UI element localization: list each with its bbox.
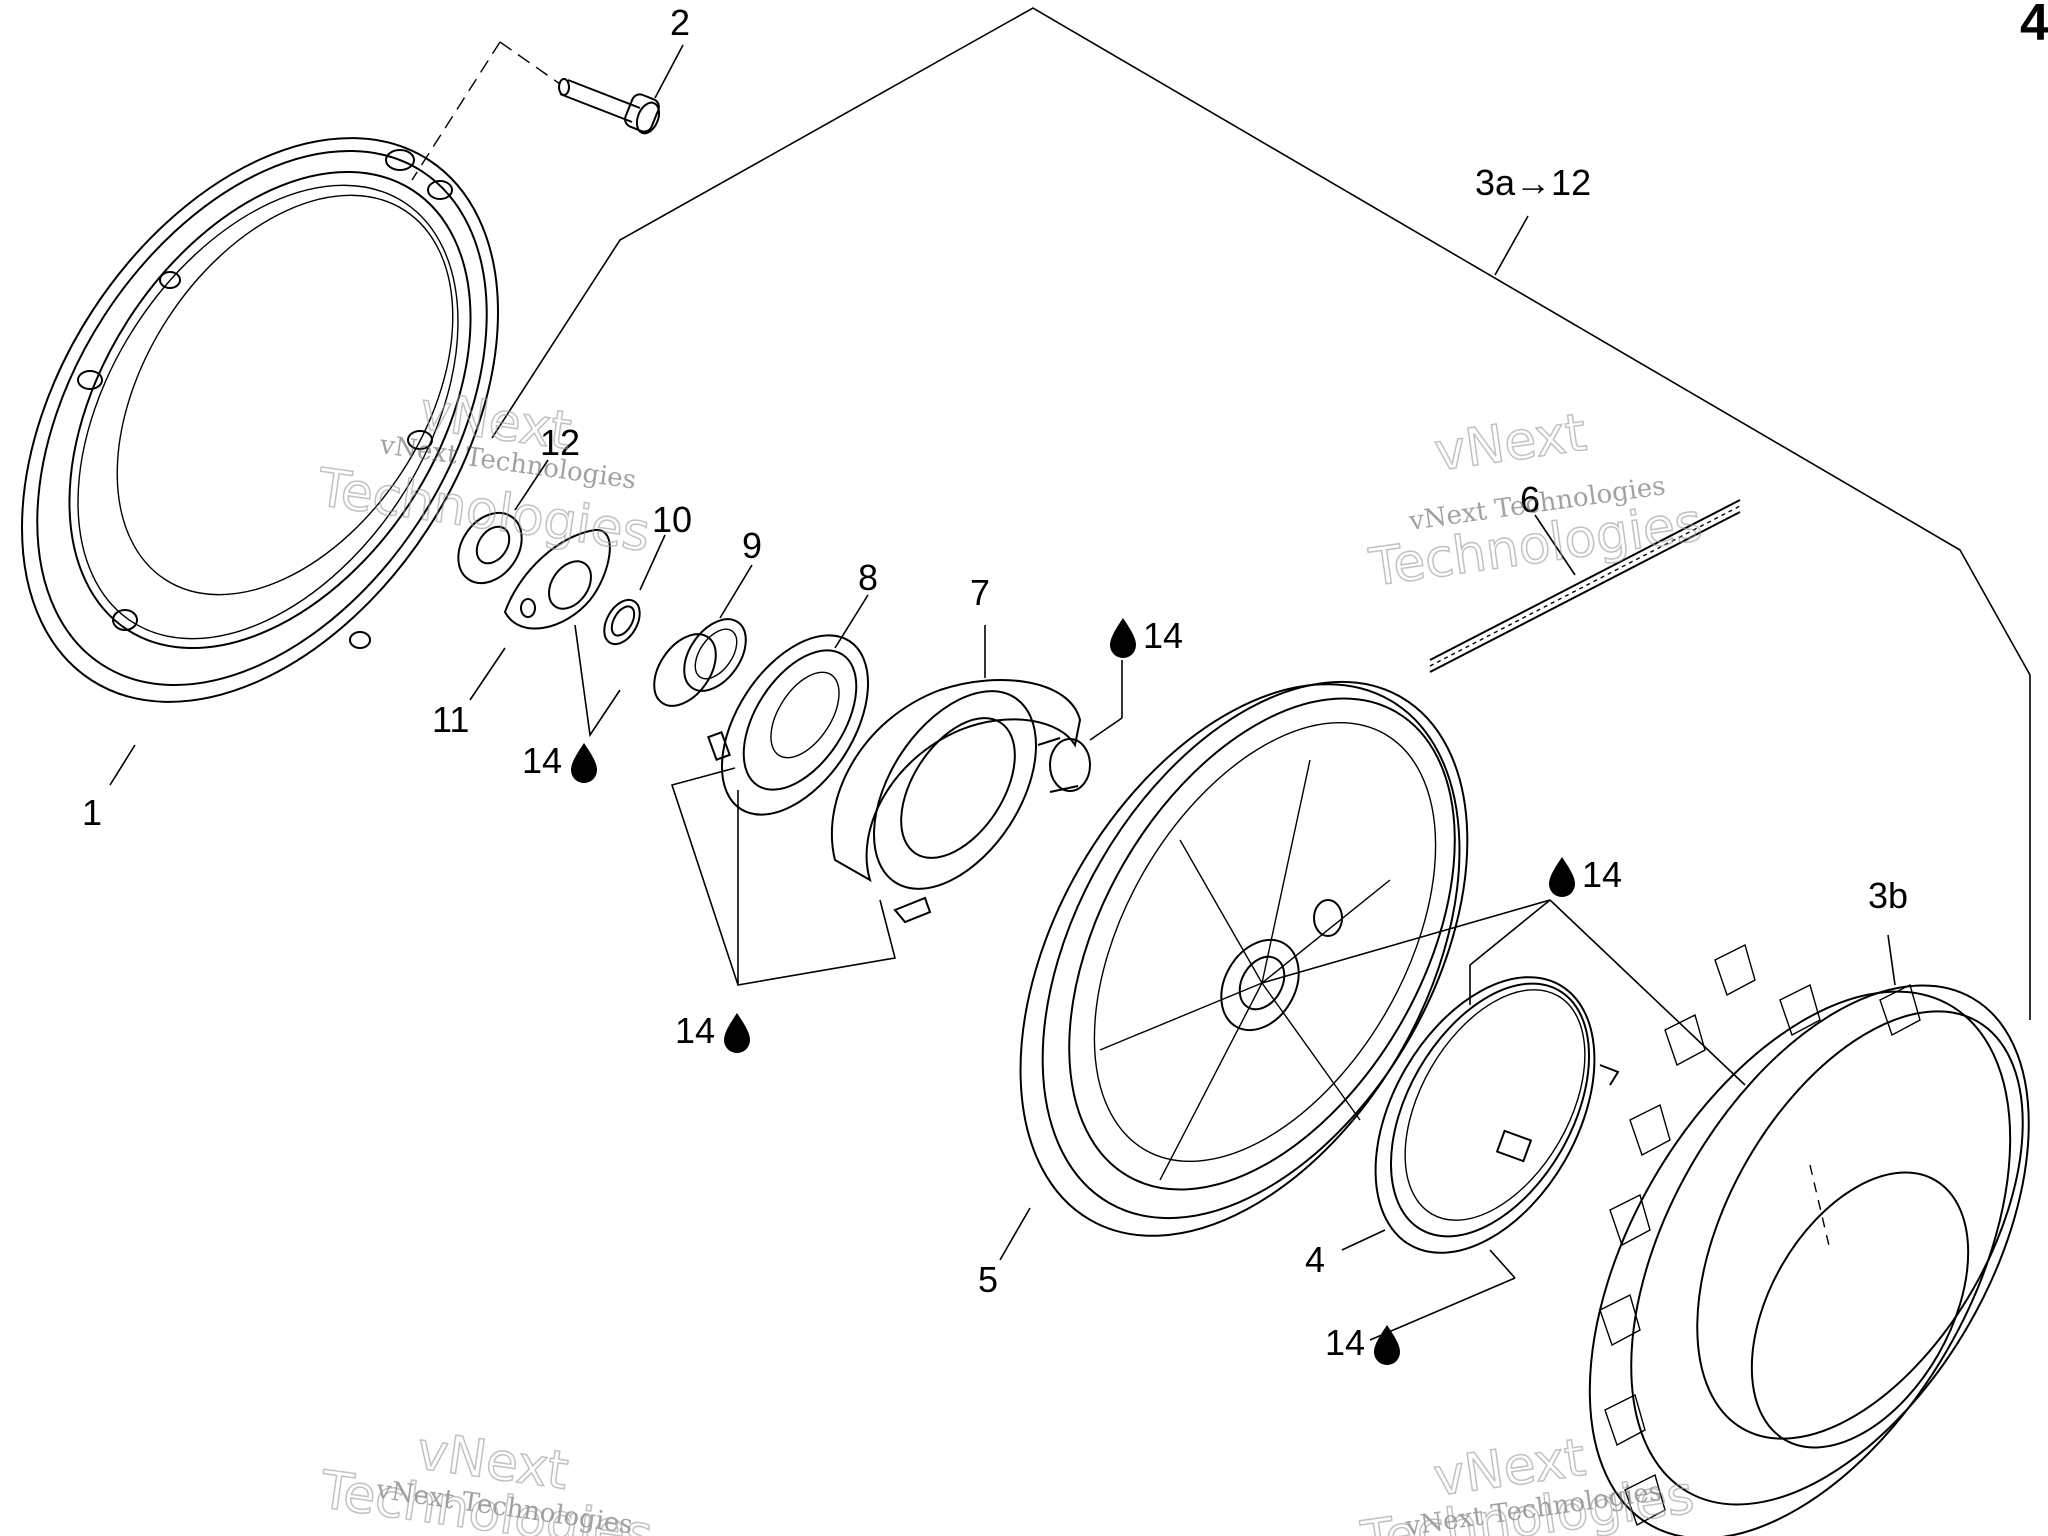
part-6-rope [1429, 499, 1741, 673]
part-3b-cover [1588, 943, 2030, 1536]
lube-callout-3-label: 14 [1143, 615, 1183, 656]
part-1-housing [21, 137, 499, 703]
drop-icon [1110, 618, 1136, 658]
part-10-ring [603, 598, 641, 646]
drop-icon [724, 1013, 750, 1053]
part-5-pulley [1019, 680, 1469, 1237]
leader-3a [1494, 215, 1529, 276]
callout-4: 4 [1305, 1239, 1325, 1280]
callout-12: 12 [540, 422, 580, 463]
leader-3b [1887, 934, 1896, 986]
lube-callout-2-label: 14 [675, 1010, 715, 1051]
leader-10 [639, 534, 666, 591]
watermark-4: vNext Technologies vNext Technologies [1357, 1427, 1699, 1536]
leader-11 [469, 647, 506, 701]
part-4-recoil-spring [1374, 976, 1620, 1254]
leader-14-d2 [1549, 899, 1746, 1086]
leader-14-d [1261, 899, 1551, 1005]
callout-7: 7 [970, 572, 990, 613]
callout-11: 11 [432, 699, 469, 740]
callout-9: 9 [742, 525, 762, 566]
leader-14-c2 [1089, 717, 1123, 741]
watermark-3: vNext Technologies vNext Technologies [315, 1420, 657, 1536]
leader-14-e [1369, 1277, 1516, 1341]
watermark-2-vnext: vNext [1431, 403, 1590, 484]
callout-8: 8 [858, 557, 878, 598]
page-number: 4 [2020, 0, 2048, 52]
callout-2: 2 [670, 2, 690, 43]
callout-1: 1 [82, 792, 102, 833]
lube-callout-5: 14 [1325, 1322, 1400, 1365]
part-9-bushing [653, 618, 747, 707]
leader-2 [654, 44, 684, 99]
leader-6 [1534, 514, 1576, 576]
part-11-plate [503, 528, 611, 630]
lube-callout-1-label: 14 [522, 740, 562, 781]
drop-icon [571, 743, 597, 783]
bolt-axis-line [499, 41, 561, 85]
watermark-1: vNext Technologies vNext Technologies [313, 381, 655, 565]
lube-callout-1: 14 [522, 740, 597, 783]
part-7-cam [830, 679, 1091, 924]
leader-1 [109, 744, 136, 786]
part-2-bolt [558, 78, 661, 135]
leader-12 [514, 459, 549, 511]
leader-5 [999, 1207, 1031, 1261]
lube-callout-4-label: 14 [1582, 854, 1622, 895]
leader-14-b [670, 767, 896, 986]
leader-9 [719, 564, 753, 619]
bolt-axis-line-2 [411, 41, 501, 181]
callout-10: 10 [652, 499, 692, 540]
watermark-2: vNext Technologies vNext Technologies [1365, 402, 1707, 599]
assembly-bracket-line [491, 7, 2031, 1020]
leader-8 [834, 594, 869, 649]
lube-callout-4: 14 [1549, 854, 1622, 897]
callout-5: 5 [978, 1259, 998, 1300]
drop-icon [1549, 857, 1575, 897]
callout-3a: 3a→12 [1475, 162, 1591, 203]
drop-icon [1374, 1325, 1400, 1365]
leader-14-e2 [1489, 1249, 1516, 1279]
part-8-spring-disk [707, 634, 870, 816]
callout-3b: 3b [1868, 875, 1908, 916]
lube-callout-5-label: 14 [1325, 1322, 1365, 1363]
lube-callout-2: 14 [675, 1010, 750, 1053]
part-12-star-washer [457, 511, 523, 585]
leader-14-a [574, 624, 621, 738]
leader-4 [1341, 1229, 1386, 1251]
lube-callout-3: 14 [1110, 615, 1183, 658]
callout-6: 6 [1520, 479, 1540, 520]
